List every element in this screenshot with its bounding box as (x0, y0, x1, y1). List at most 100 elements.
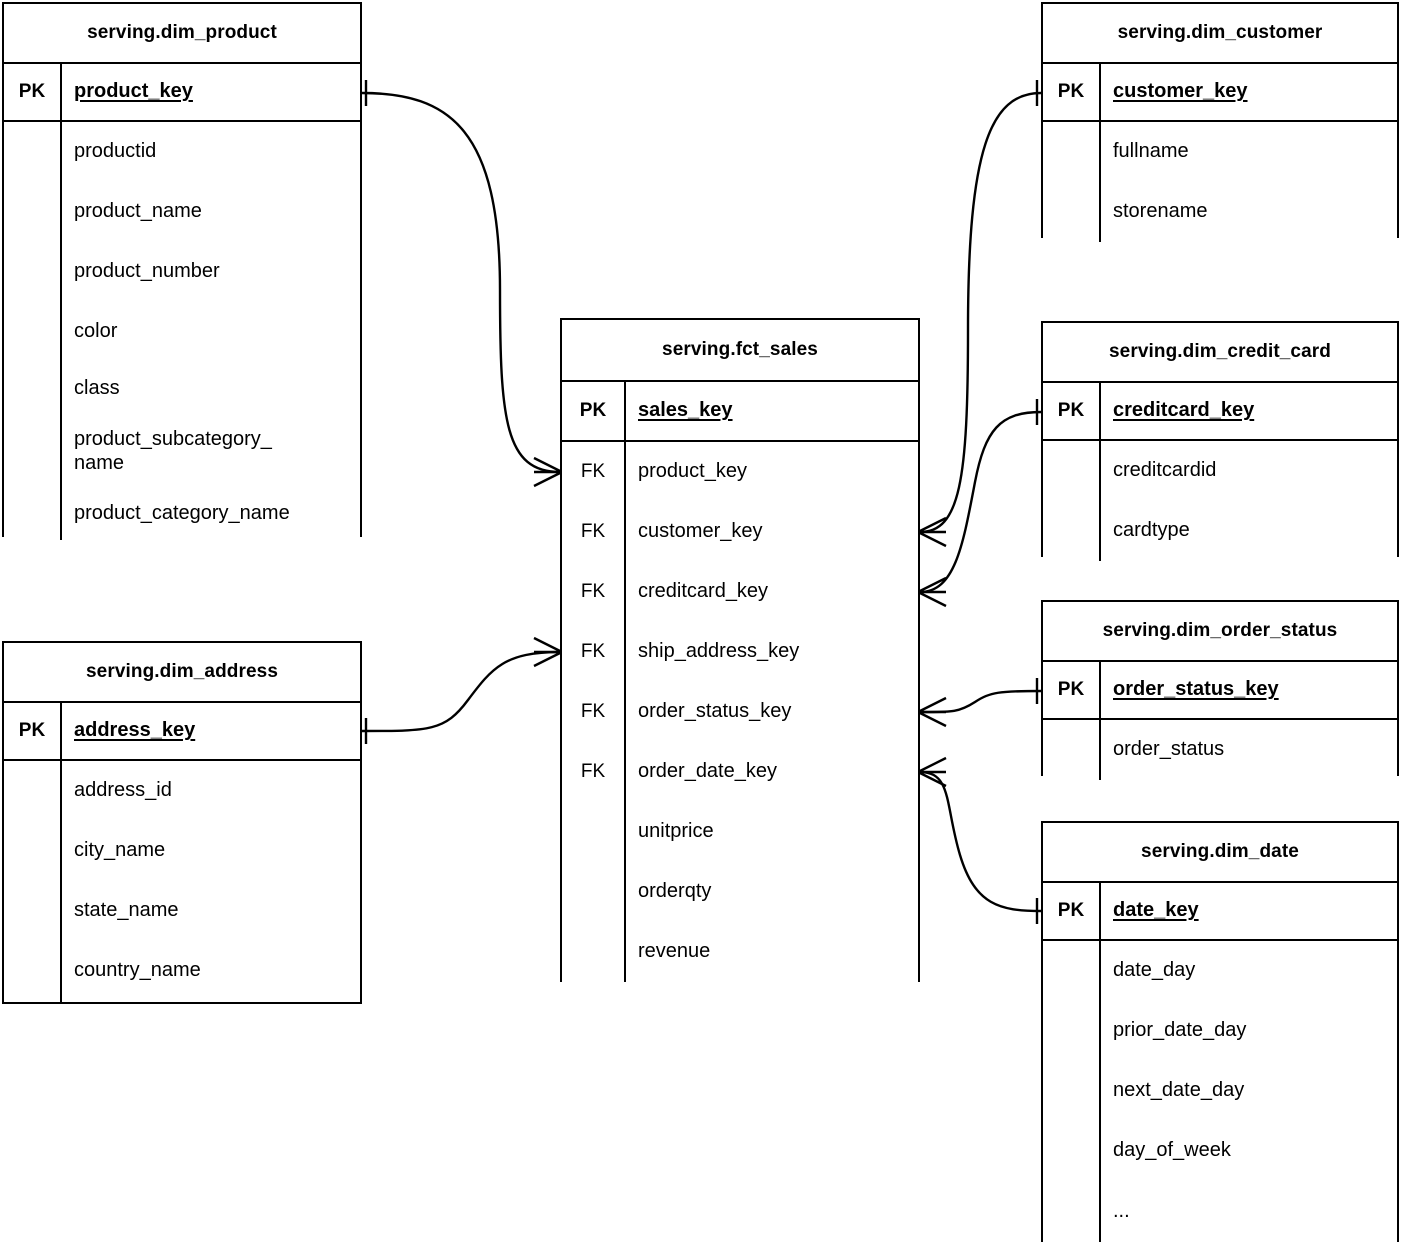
row-attribute-name: orderqty (638, 880, 712, 903)
row-key-badge (562, 802, 626, 862)
row-attribute-name: creditcard_key (638, 580, 769, 603)
table-row[interactable]: country_name (4, 941, 360, 1001)
row-key-badge (4, 881, 62, 941)
row-key-badge: PK (1043, 64, 1101, 120)
table-row[interactable]: day_of_week (1043, 1121, 1397, 1181)
row-attribute-name: product_key (638, 460, 747, 483)
entity-dim-product[interactable]: serving.dim_product PK product_key produ… (2, 2, 362, 540)
row-key-badge (4, 122, 62, 182)
row-attribute-name: product_subcategory_ name (74, 428, 272, 474)
row-key-badge: PK (1043, 883, 1101, 939)
table-row[interactable]: address_id (4, 761, 360, 821)
row-attribute-name: order_status (1113, 738, 1225, 761)
entity-dim-date[interactable]: serving.dim_date PK date_key date_day pr… (1041, 821, 1399, 1242)
crowsfoot-date (917, 756, 947, 788)
entity-body-dim-date: PK date_key date_day prior_date_day next… (1043, 883, 1397, 1242)
table-row[interactable]: date_day (1043, 941, 1397, 1001)
table-row[interactable]: FK order_status_key (562, 682, 918, 742)
table-row[interactable]: PK product_key (4, 64, 360, 122)
table-row[interactable]: FK product_key (562, 442, 918, 502)
table-row[interactable]: fullname (1043, 122, 1397, 182)
table-row[interactable]: storename (1043, 182, 1397, 242)
table-row[interactable]: revenue (562, 922, 918, 982)
entity-dim-order-status[interactable]: serving.dim_order_status PK order_status… (1041, 600, 1399, 780)
table-row[interactable]: color (4, 302, 360, 362)
row-key-badge (4, 362, 62, 416)
table-row[interactable]: class (4, 362, 360, 416)
table-row[interactable]: product_number (4, 242, 360, 302)
row-attribute-name: day_of_week (1113, 1139, 1231, 1162)
row-attribute-name: product_number (74, 260, 220, 283)
table-row[interactable]: prior_date_day (1043, 1001, 1397, 1061)
row-key-badge: PK (4, 703, 62, 759)
row-attribute-name: color (74, 320, 118, 343)
row-attribute-name: order_date_key (638, 760, 777, 783)
table-row[interactable]: city_name (4, 821, 360, 881)
entity-fct-sales[interactable]: serving.fct_sales PK sales_key FK produc… (560, 318, 920, 982)
row-key-badge (1043, 441, 1101, 501)
table-row[interactable]: product_category_name (4, 488, 360, 540)
entity-body-dim-order-status: PK order_status_key order_status (1043, 662, 1397, 780)
table-row[interactable]: product_subcategory_ name (4, 416, 360, 488)
entity-filler (4, 1001, 360, 1002)
entity-title-dim-address: serving.dim_address (4, 643, 360, 703)
table-row[interactable]: PK address_key (4, 703, 360, 761)
table-row[interactable]: orderqty (562, 862, 918, 922)
table-row[interactable]: FK customer_key (562, 502, 918, 562)
table-row[interactable]: order_status (1043, 720, 1397, 780)
relationship-date (917, 756, 1042, 924)
table-row[interactable]: FK creditcard_key (562, 562, 918, 622)
row-key-badge: FK (562, 742, 626, 802)
entity-dim-address[interactable]: serving.dim_address PK address_key addre… (2, 641, 362, 1004)
row-key-badge (1043, 720, 1101, 780)
table-row[interactable]: ... (1043, 1181, 1397, 1242)
row-attribute-name: revenue (638, 940, 711, 963)
entity-body-dim-address: PK address_key address_id city_name stat… (4, 703, 360, 1002)
relationship-product (361, 80, 563, 488)
row-attribute-name: date_day (1113, 959, 1196, 982)
entity-body-dim-product: PK product_key productid product_name pr… (4, 64, 360, 540)
crowsfoot-orderstatus (917, 696, 947, 728)
relationship-creditcard (917, 399, 1042, 608)
row-key-badge (1043, 1001, 1101, 1061)
table-row[interactable]: creditcardid (1043, 441, 1397, 501)
entity-dim-credit-card[interactable]: serving.dim_credit_card PK creditcard_ke… (1041, 321, 1399, 561)
row-key-badge (1043, 122, 1101, 182)
row-attribute-name: class (74, 377, 120, 400)
table-row[interactable]: cardtype (1043, 501, 1397, 561)
row-attribute-name: storename (1113, 200, 1208, 223)
table-row[interactable]: FK order_date_key (562, 742, 918, 802)
row-key-badge (1043, 941, 1101, 1001)
table-row[interactable]: PK date_key (1043, 883, 1397, 941)
crowsfoot-creditcard (917, 576, 947, 608)
table-row[interactable]: next_date_day (1043, 1061, 1397, 1121)
row-attribute-name: ... (1113, 1200, 1130, 1223)
table-row[interactable]: product_name (4, 182, 360, 242)
table-row[interactable]: PK sales_key (562, 382, 918, 442)
entity-body-dim-credit-card: PK creditcard_key creditcardid cardtype (1043, 383, 1397, 561)
row-attribute-name: country_name (74, 959, 201, 982)
row-attribute-name: state_name (74, 899, 179, 922)
table-row[interactable]: state_name (4, 881, 360, 941)
row-attribute-name: customer_key (638, 520, 763, 543)
relationship-orderstatus (917, 678, 1042, 728)
table-row[interactable]: FK ship_address_key (562, 622, 918, 682)
row-attribute-name: customer_key (1113, 80, 1248, 103)
table-row[interactable]: unitprice (562, 802, 918, 862)
row-attribute-name: city_name (74, 839, 166, 862)
row-key-badge (4, 821, 62, 881)
row-attribute-name: date_key (1113, 899, 1199, 922)
table-row[interactable]: PK customer_key (1043, 64, 1397, 122)
row-attribute-name: cardtype (1113, 519, 1190, 542)
entity-title-dim-date: serving.dim_date (1043, 823, 1397, 883)
table-row[interactable]: productid (4, 122, 360, 182)
row-key-badge (4, 941, 62, 1001)
table-row[interactable]: PK creditcard_key (1043, 383, 1397, 441)
row-attribute-name: order_status_key (638, 700, 792, 723)
entity-title-dim-customer: serving.dim_customer (1043, 4, 1397, 64)
entity-dim-customer[interactable]: serving.dim_customer PK customer_key ful… (1041, 2, 1399, 242)
row-attribute-name: product_key (74, 80, 193, 103)
entity-body-dim-customer: PK customer_key fullname storename (1043, 64, 1397, 242)
table-row[interactable]: PK order_status_key (1043, 662, 1397, 720)
filler-key-column (4, 1001, 62, 1002)
